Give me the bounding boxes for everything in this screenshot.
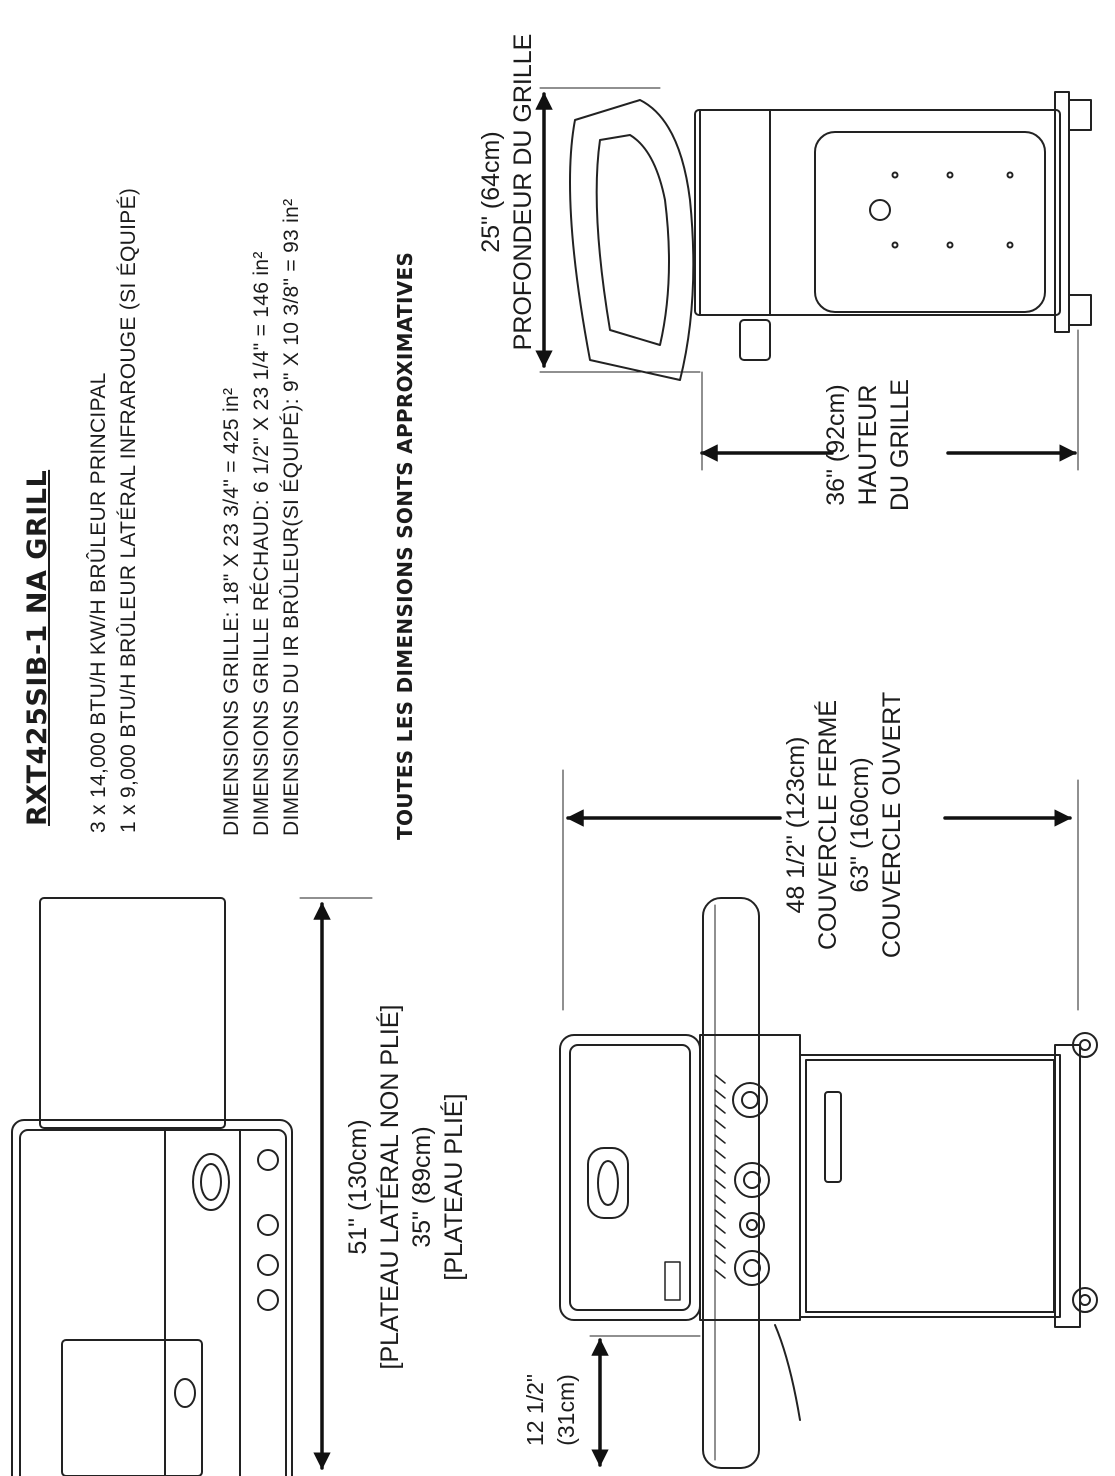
shelf-metric: (31cm) xyxy=(553,1374,579,1446)
width-folded-value: 35" (89cm) xyxy=(408,1126,436,1248)
product-title: RXT425SIB-1 NA GRILL xyxy=(22,469,53,826)
open-lid-label: COUVERCLE OUVERT xyxy=(878,691,906,959)
height-label-1: HAUTEUR xyxy=(854,384,882,506)
width-open-label: [PLATEAU LATÉRAL NON PLIÉ] xyxy=(376,1004,404,1370)
open-lid-value: 63" (160cm) xyxy=(846,757,874,893)
side-view-drawing xyxy=(569,91,1092,381)
closed-lid-value: 48 1/2" (123cm) xyxy=(782,736,810,914)
burner-main-line: 3 x 14,000 BTU/H KW/H BRÛLEUR PRINCIPAL xyxy=(87,372,110,833)
depth-label-block: 25" (64cm) PROFONDEUR DU GRILLE xyxy=(475,12,539,372)
burner-side-line: 1 x 9,000 BTU/H BRÛLEUR LATÉRAL INFRAROU… xyxy=(117,187,140,833)
height-label-2: DU GRILLE xyxy=(886,379,914,511)
closed-lid-label: COUVERCLE FERMÉ xyxy=(814,699,842,951)
spec-title-block: RXT425SIB-1 NA GRILL xyxy=(22,470,53,826)
approximate-note: TOUTES LES DIMENSIONS SONTS APPROXIMATIV… xyxy=(393,251,417,840)
width-open-value: 51" (130cm) xyxy=(344,1119,372,1255)
height-dimension xyxy=(700,329,1079,471)
width-label-block: 51" (130cm) [PLATEAU LATÉRAL NON PLIÉ] 3… xyxy=(342,962,470,1412)
height-value: 36" (92cm) xyxy=(822,384,850,506)
depth-label: PROFONDEUR DU GRILLE xyxy=(509,33,537,351)
width-folded-label: [PLATEAU PLIÉ] xyxy=(440,1093,468,1281)
shelf-dimension xyxy=(589,1335,701,1467)
grill-dim-line: DIMENSIONS GRILLE: 18" X 23 3/4" = 425 i… xyxy=(220,387,243,836)
total-height-label-block: 48 1/2" (123cm) COUVERCLE FERMÉ 63" (160… xyxy=(780,665,908,985)
approximate-note-block: TOUTES LES DIMENSIONS SONTS APPROXIMATIV… xyxy=(393,252,417,840)
ir-burner-dim-line: DIMENSIONS DU IR BRÛLEUR(SI ÉQUIPÉ): 9" … xyxy=(280,198,303,836)
shelf-label-block: 12 1/2" (31cm) xyxy=(520,1350,582,1470)
width-dimension xyxy=(299,897,373,1470)
depth-dimension xyxy=(535,87,701,373)
front-view-drawing xyxy=(559,897,1098,1469)
warming-rack-dim-line: DIMENSIONS GRILLE RÉCHAUD: 6 1/2" X 23 1… xyxy=(250,251,273,836)
depth-value: 25" (64cm) xyxy=(477,131,505,253)
grill-dimension-specs: DIMENSIONS GRILLE: 18" X 23 3/4" = 425 i… xyxy=(217,199,307,836)
total-height-dimension xyxy=(562,769,1079,1011)
top-view-drawing xyxy=(11,897,293,1476)
height-label-block: 36" (92cm) HAUTEUR DU GRILLE xyxy=(820,375,916,515)
burner-specs: 3 x 14,000 BTU/H KW/H BRÛLEUR PRINCIPAL … xyxy=(84,188,144,833)
shelf-value: 12 1/2" xyxy=(522,1373,548,1447)
